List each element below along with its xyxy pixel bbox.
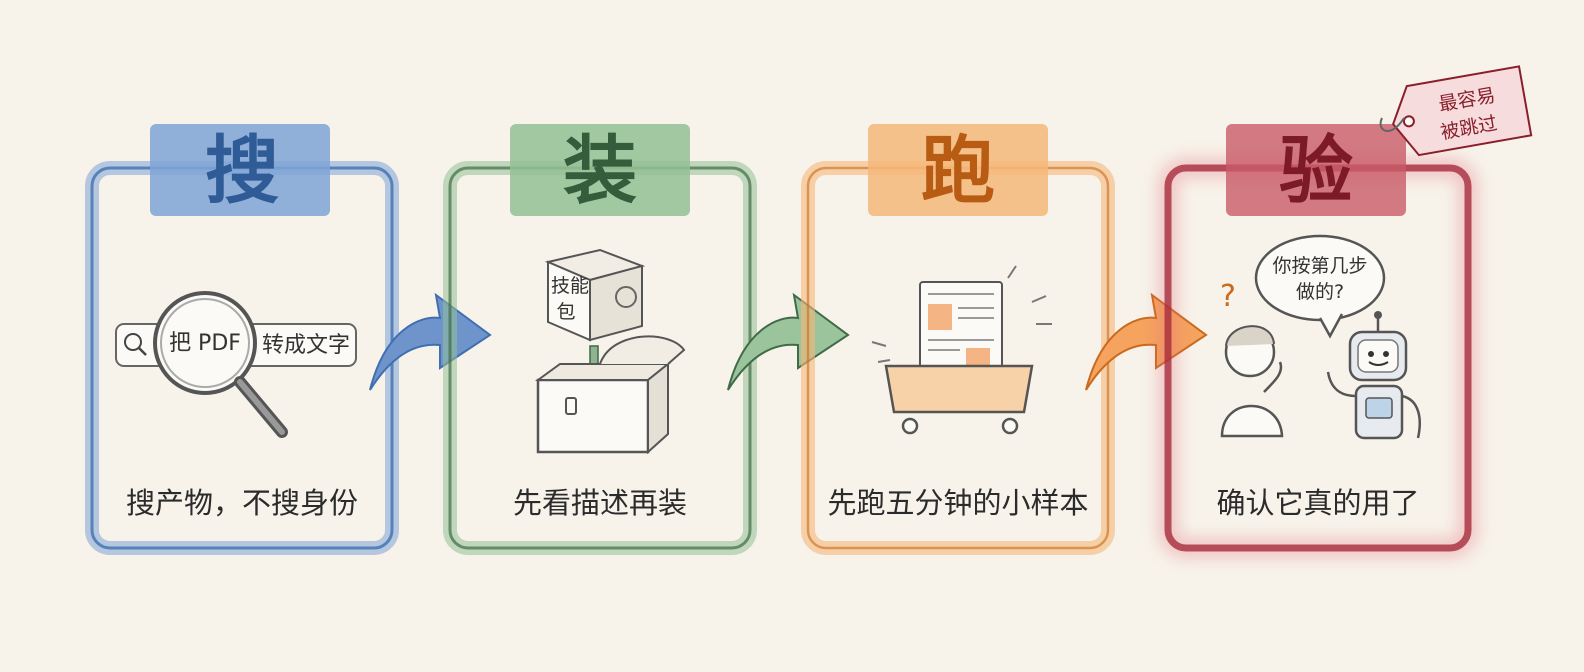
step-4-caption: 确认它真的用了 [1216, 486, 1420, 520]
step-4-heading-wash [1226, 124, 1406, 216]
speech-line-2: 做的? [1296, 281, 1344, 303]
step-1-heading: 搜 [205, 128, 279, 214]
search-query-right: 转成文字 [262, 333, 350, 358]
tray-icon [884, 364, 1034, 414]
arrow-2-icon [727, 292, 850, 391]
step-2-heading-wash [510, 124, 690, 216]
search-icon [124, 333, 142, 351]
robot-icon [1326, 311, 1421, 440]
skill-box-illustration [534, 248, 686, 455]
step-2-frame [443, 124, 757, 555]
step-4-frame [1158, 124, 1478, 558]
step-3-heading-wash [868, 124, 1048, 216]
gear-icon [615, 286, 637, 308]
step-4-heading: 验 [1279, 128, 1353, 214]
search-bar-illustration [115, 291, 357, 438]
step-3-heading: 跑 [921, 128, 995, 214]
step-2-heading: 装 [563, 128, 637, 214]
speech-bubble [1254, 234, 1386, 339]
speech-line-1: 你按第几步 [1272, 255, 1367, 277]
search-query-left: 把 PDF [169, 331, 241, 356]
step-2-caption: 先看描述再装 [512, 486, 687, 520]
question-mark: ? [1220, 279, 1236, 314]
step-3-caption: 先跑五分钟的小样本 [827, 486, 1089, 520]
tag-string [1379, 117, 1405, 132]
magnifier-icon [153, 291, 257, 395]
step-1-caption: 搜产物，不搜身份 [125, 486, 358, 520]
skill-box-label-line2: 包 [556, 301, 575, 323]
tag-label [1392, 65, 1533, 157]
sample-cart-illustration [871, 265, 1052, 435]
arrow-1-icon [369, 292, 492, 391]
skill-box-label-line1: 技能 [551, 275, 589, 297]
person-icon [1220, 325, 1284, 438]
step-1-heading-wash [150, 124, 330, 216]
